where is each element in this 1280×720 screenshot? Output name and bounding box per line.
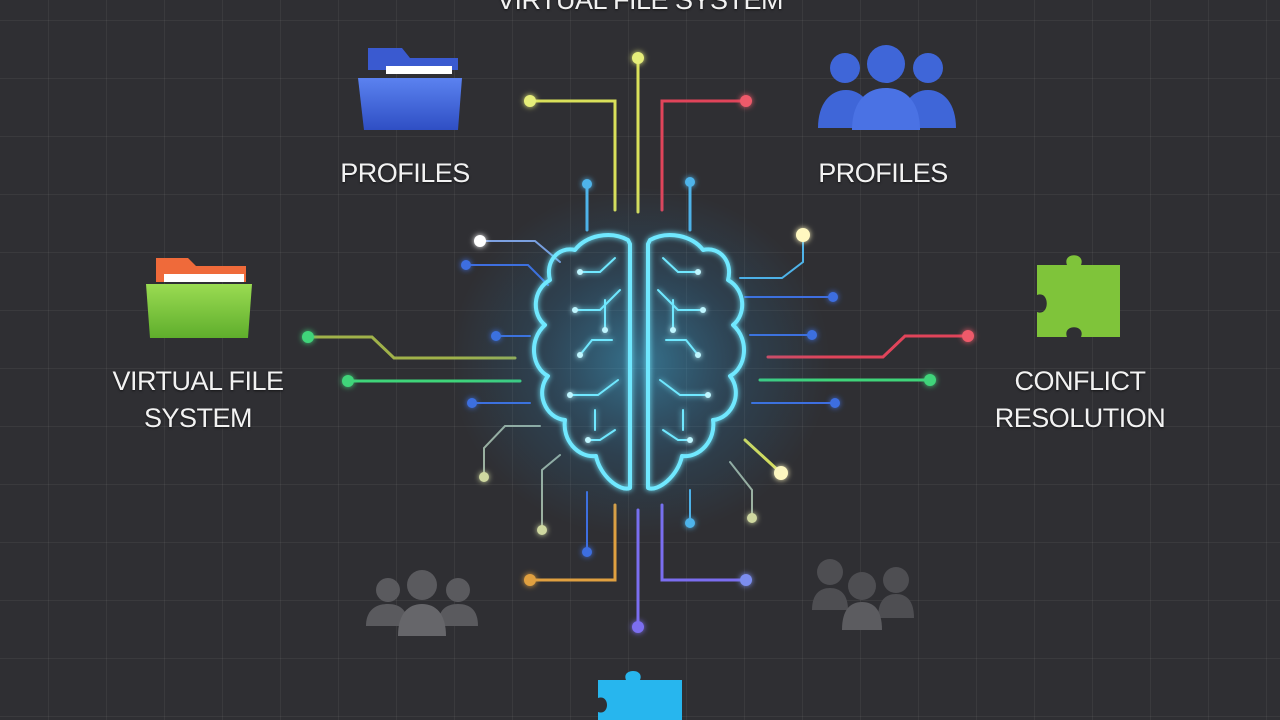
endpoint-dot bbox=[924, 374, 936, 386]
puzzle-icon bbox=[598, 671, 682, 720]
endpoint-dot bbox=[302, 331, 314, 343]
endpoint-dot bbox=[537, 525, 547, 535]
endpoint-dot bbox=[830, 398, 840, 408]
endpoint-dot bbox=[740, 574, 752, 586]
users-icon bbox=[366, 570, 478, 636]
endpoint-dot bbox=[524, 574, 536, 586]
endpoint-dot bbox=[479, 472, 489, 482]
endpoint-dot bbox=[740, 95, 752, 107]
node-label-profiles-right: PROFILES bbox=[818, 158, 948, 188]
connector-top-right bbox=[660, 99, 748, 212]
node-label-virtual-file-system: VIRTUAL FILE SYSTEM bbox=[112, 366, 284, 433]
endpoint-dot bbox=[747, 513, 757, 523]
endpoint-dot bbox=[685, 177, 695, 187]
puzzle-icon bbox=[1037, 255, 1120, 337]
node-label-conflict-resolution: CONFLICT RESOLUTION bbox=[994, 366, 1166, 433]
endpoint-dot bbox=[632, 52, 644, 64]
users-icon bbox=[818, 45, 956, 130]
endpoint-dot bbox=[632, 621, 644, 633]
connector-top-left bbox=[528, 99, 617, 212]
endpoint-dot bbox=[582, 547, 592, 557]
node-label-profiles-left: PROFILES bbox=[340, 158, 470, 188]
folder-icon bbox=[358, 48, 462, 130]
endpoint-dot bbox=[962, 330, 974, 342]
users-icon bbox=[812, 559, 914, 630]
endpoint-dot bbox=[796, 228, 810, 242]
endpoint-dot bbox=[524, 95, 536, 107]
endpoint-dot bbox=[828, 292, 838, 302]
endpoint-dot bbox=[342, 375, 354, 387]
endpoint-dot bbox=[474, 235, 486, 247]
top-title: VIRTUAL FILE SYSTEM bbox=[496, 0, 784, 15]
folder-icon bbox=[146, 258, 252, 338]
endpoint-dot bbox=[461, 260, 471, 270]
brain-icon bbox=[450, 187, 830, 537]
endpoint-dot bbox=[582, 179, 592, 189]
